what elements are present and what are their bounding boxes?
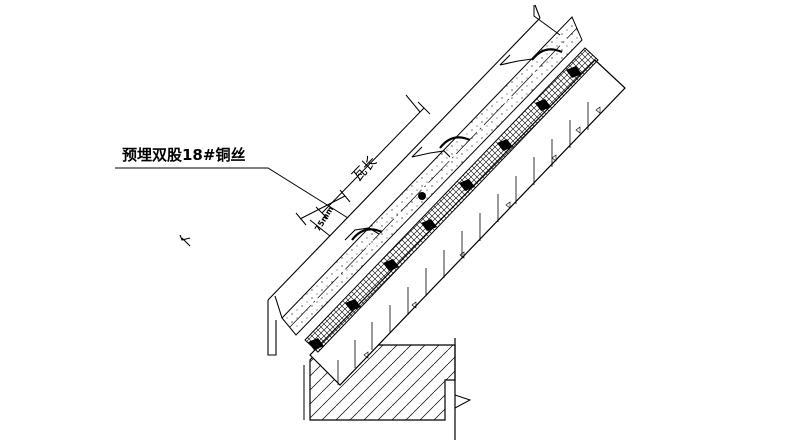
roof-tiles	[179, 4, 541, 356]
tile-length-dimension	[309, 94, 431, 237]
dim-75-dimension	[295, 189, 351, 226]
mortar-layer	[281, 16, 583, 336]
wire-hook-3	[531, 48, 563, 61]
wire-hook-2	[439, 136, 471, 149]
battens	[308, 66, 582, 350]
wall-line	[533, 5, 561, 36]
wire-callout-label: 预埋双股18#铜丝	[122, 146, 245, 164]
wire-hooks	[351, 48, 563, 241]
wire-callout-leader	[115, 167, 349, 219]
wire-hook-1	[351, 228, 383, 241]
sloped-structural-slab	[309, 59, 626, 386]
dim-75-label: 75mm	[313, 205, 335, 233]
nail-dot	[418, 192, 426, 200]
